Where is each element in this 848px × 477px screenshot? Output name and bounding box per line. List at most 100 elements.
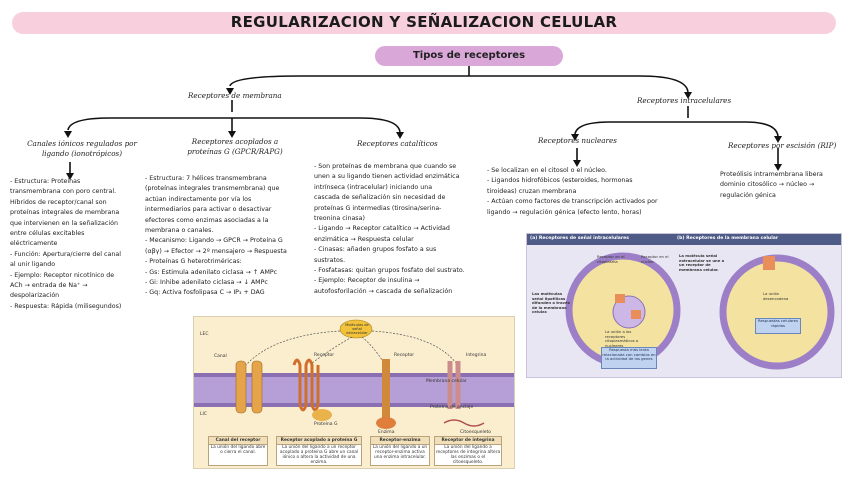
signal-molecule-label: Moléculas de señal extracelular — [345, 323, 369, 335]
proteina-g-label: Proteína G — [314, 422, 338, 427]
membrane-bottom — [194, 403, 514, 407]
cytoskeleton-icon — [443, 419, 485, 427]
label-receptores-cataliticos: Receptores catalíticos — [357, 139, 438, 148]
text-line: regulación génica — [720, 191, 776, 199]
binding-triggers-label: La unión desencadena — [763, 291, 789, 301]
caption-box: Receptor de integrina La unión del ligan… — [434, 436, 502, 466]
text-line: - Ligandos hidrofóbicos (esteroides, hor… — [487, 177, 633, 185]
text-line: (proteínas integrales transmembrana) que — [145, 185, 280, 193]
text-line: Proteólisis intramembrana libera — [720, 171, 823, 178]
caption-box-body: La unión del ligando abre o cierra el ca… — [210, 445, 266, 455]
text-line: - Se localizan en el citosol o el núcleo… — [487, 167, 607, 174]
text-line: - Estructura: 7 hélices transmembrana — [145, 175, 267, 182]
lipophobic-label: La molécula señal extracelular se une a … — [679, 253, 725, 272]
fast-response-box: Respuestas celulares rápidas — [755, 318, 801, 334]
text-line: tiroideas) cruzan membrana — [487, 187, 577, 195]
text-line: treonina cinasa) — [314, 215, 365, 223]
signal-molecule-icon — [339, 319, 373, 339]
text-line: actúan indirectamente por vía los — [145, 195, 252, 203]
title-bar — [12, 12, 836, 34]
text-line: unen a su ligando tienen actividad enzim… — [314, 173, 460, 181]
lic-label: LIC — [200, 412, 207, 417]
figure-receptor-types: LEC LIC Moléculas de señal extracelular … — [193, 316, 515, 469]
text-line: - Gq: Activa fosfolipasa C → IP₃ + DAG — [145, 289, 265, 297]
lec-label: LEC — [200, 332, 209, 337]
text-line: - Fosfatasas: quitan grupos fosfato del … — [314, 267, 465, 275]
text-line: - Cinasas: añaden grupos fosfato a sus — [314, 246, 437, 254]
label-receptores-membrana: Receptores de membrana — [188, 91, 282, 100]
page-title: REGULARIZACION Y SEÑALIZACION CELULAR — [230, 13, 618, 31]
text-line: ligando → regulación génica (efecto lent… — [487, 208, 642, 216]
receptor-label-1: Receptor — [314, 353, 335, 358]
text-line: efectores como enzimas asociadas a la — [145, 216, 269, 224]
text-line: transmembrana con poro central. — [10, 188, 117, 196]
text-line: despolarización — [10, 292, 60, 300]
text-line: al unir ligando — [10, 261, 56, 269]
receptor-cytoplasm-label: Receptor en el citoplasma — [597, 254, 625, 264]
caption-box-head: Canal del receptor — [209, 437, 267, 445]
text-line: enzimática → Respuesta celular — [314, 235, 414, 243]
text-line: - Respuesta: Rápida (milisegundos) — [10, 302, 122, 310]
text-line: dominio citosólico → núcleo → — [720, 181, 815, 189]
nucleus-icon — [612, 295, 646, 329]
label-receptores-escision: Receptores por escisión (RIP) — [728, 141, 837, 150]
nucleares-text: - Se localizan en el citosol o el núcleo… — [487, 166, 667, 218]
text-line: autofosforilación → cascada de señalizac… — [314, 287, 453, 295]
receptor-label-2: Receptor — [394, 353, 415, 358]
integrin-icon — [447, 361, 461, 409]
label-receptores-intracelulares: Receptores intracelulares — [637, 96, 732, 105]
membrane-receptor-icon — [763, 256, 775, 270]
membrane-top — [194, 373, 514, 377]
figure-intracellular-vs-membrane: (a) Receptores de señal intracelulares (… — [526, 233, 842, 378]
acoplados-text: - Estructura: 7 hélices transmembrana (p… — [145, 174, 305, 299]
label-canales-ionicos: Canales iónicos regulados por ligando (i… — [27, 139, 137, 158]
text-line: ACh → entrada de Na⁺ → — [10, 282, 88, 290]
text-line: - Estructura: Proteínas — [10, 178, 81, 185]
caption-box: Receptor-enzima La unión del ligando a u… — [370, 436, 430, 466]
text-line: que intervienen en la señalización — [10, 219, 118, 227]
figure2-art — [565, 252, 835, 370]
escision-text: Proteólisis intramembrana libera dominio… — [720, 170, 840, 201]
text-line: - Mecanismo: Ligando → GPCR → Proteína G — [145, 237, 283, 245]
g-protein-icon — [312, 409, 332, 421]
cell-b — [719, 254, 835, 370]
membrane-band — [194, 373, 514, 407]
cataliticos-text: - Son proteínas de membrana que cuando s… — [314, 162, 494, 297]
text-line: - Ejemplo: Receptor nicotínico de — [10, 271, 115, 279]
text-line: intermediarios para activar o desactivar — [145, 206, 272, 214]
figure2-header — [527, 234, 841, 245]
channel-left — [235, 360, 247, 414]
text-line: proteínas integrales de membrana — [10, 209, 120, 217]
caption-box-body: La unión del ligando a un receptor-enzim… — [372, 445, 428, 460]
lipophilic-label: Las moléculas señal lipofílicas difunden… — [532, 291, 570, 315]
text-line: - Gi: Inhibe adenilato ciclasa → ↓ AMPc — [145, 279, 268, 287]
figure2-title-a: (a) Receptores de señal intracelulares — [530, 236, 630, 241]
caption-box-head: Receptor-enzima — [371, 437, 429, 445]
text-line: - Función: Apertura/cierre del canal — [10, 250, 121, 258]
receptor-nucleus-label: Receptor en el núcleo — [641, 254, 669, 264]
enzyme-icon — [376, 417, 396, 429]
gpcr-icon — [292, 358, 320, 412]
slow-response-box: Respuesta más lenta relacionada con camb… — [601, 347, 657, 369]
text-line: (αβγ) → Efector → 2º mensajero → Respues… — [145, 247, 287, 255]
text-line: - Ligando → Receptor catalítico → Activi… — [314, 225, 450, 233]
text-line: entre células excitables — [10, 230, 85, 238]
text-line: membrana o canales. — [145, 227, 214, 235]
label-receptores-acoplados: Receptores acoplados a proteínas G (GPCR… — [187, 137, 283, 156]
text-line: - Ejemplo: Receptor de insulina → — [314, 277, 420, 285]
integrina-label: Integrina — [466, 353, 487, 358]
text-line: - Actúan como factores de transcripción … — [487, 198, 658, 206]
caption-box: Canal del receptor La unión del ligando … — [208, 436, 268, 466]
canales-text: - Estructura: Proteínas transmembrana co… — [10, 177, 135, 312]
citoesqueleto-label: Citoesqueleto — [460, 430, 492, 435]
membrane-label: Membrana celular — [426, 379, 467, 384]
label-receptores-nucleares: Receptores nucleares — [538, 136, 617, 145]
receptor-cytoplasm-icon — [615, 294, 625, 303]
text-line: - Son proteínas de membrana que cuando s… — [314, 163, 457, 170]
text-line: Híbridos de receptor/canal son — [10, 198, 107, 206]
text-line: intrínseca (intracelular) iniciando una — [314, 183, 433, 191]
text-line: - Proteínas G heterotriméricas: — [145, 258, 242, 266]
text-line: cascada de señalización sin necesidad de — [314, 194, 446, 202]
proteina-anclaje-label: Proteína de anclaje — [430, 405, 474, 410]
